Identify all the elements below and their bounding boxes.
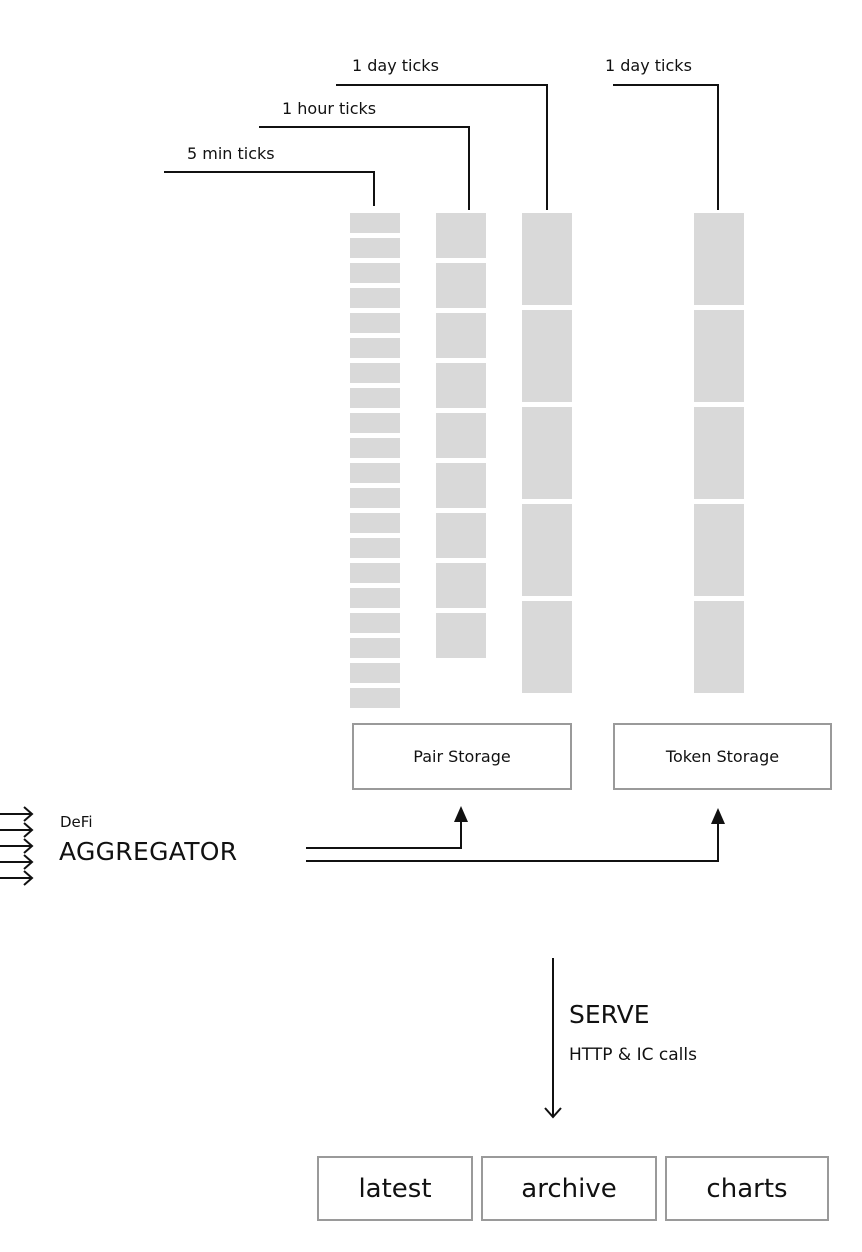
aggregator-subtitle: DeFi bbox=[60, 813, 93, 831]
one-hour-ticks-label: 1 hour ticks bbox=[282, 99, 377, 118]
five-min-block bbox=[350, 438, 400, 458]
one-day-pair-block bbox=[522, 310, 572, 402]
one-hour-block bbox=[436, 563, 486, 608]
aggregator-input-arrows bbox=[0, 806, 34, 886]
five-min-block bbox=[350, 463, 400, 483]
token-feed-arrowhead-icon bbox=[711, 808, 725, 824]
endpoint-charts[interactable]: charts bbox=[665, 1156, 829, 1221]
input-arrow-icon bbox=[0, 838, 34, 854]
one-hour-block bbox=[436, 213, 486, 258]
pair-feed-arrowhead-icon bbox=[454, 806, 468, 822]
pair-storage-box: Pair Storage bbox=[352, 723, 572, 790]
tick-blocks bbox=[350, 213, 744, 708]
five-min-leader-line bbox=[164, 171, 375, 206]
five-min-block bbox=[350, 563, 400, 583]
five-min-block bbox=[350, 313, 400, 333]
five-min-block bbox=[350, 513, 400, 533]
token-storage-box: Token Storage bbox=[613, 723, 832, 790]
endpoint-archive[interactable]: archive bbox=[481, 1156, 657, 1221]
aggregator-title: AGGREGATOR bbox=[59, 837, 238, 866]
one-day-pair-ticks-label: 1 day ticks bbox=[352, 56, 439, 75]
one-hour-block bbox=[436, 413, 486, 458]
pair-storage-label: Pair Storage bbox=[413, 747, 511, 766]
input-arrow-icon bbox=[0, 806, 34, 822]
endpoint-label: latest bbox=[358, 1173, 432, 1204]
five-min-block bbox=[350, 488, 400, 508]
serve-subtitle: HTTP & IC calls bbox=[569, 1045, 697, 1065]
input-arrow-icon bbox=[0, 854, 34, 870]
one-hour-block bbox=[436, 613, 486, 658]
five-min-ticks-label: 5 min ticks bbox=[187, 144, 275, 163]
endpoint-latest[interactable]: latest bbox=[317, 1156, 473, 1221]
token-storage-label: Token Storage bbox=[665, 747, 780, 766]
one-day-pair-block bbox=[522, 601, 572, 693]
one-day-token-block bbox=[694, 407, 744, 499]
one-hour-block bbox=[436, 363, 486, 408]
one-day-pair-block bbox=[522, 407, 572, 499]
serve-arrowhead-icon bbox=[544, 1107, 562, 1119]
one-hour-block bbox=[436, 313, 486, 358]
one-day-pair-block bbox=[522, 504, 572, 596]
one-hour-leader-line bbox=[259, 126, 470, 210]
one-day-token-leader-line bbox=[613, 84, 719, 210]
token-feed-line bbox=[306, 822, 719, 862]
five-min-block bbox=[350, 638, 400, 658]
one-hour-block bbox=[436, 463, 486, 508]
endpoint-label: archive bbox=[521, 1173, 617, 1204]
five-min-block bbox=[350, 263, 400, 283]
one-hour-block bbox=[436, 263, 486, 308]
one-day-token-block bbox=[694, 213, 744, 305]
one-day-token-block bbox=[694, 504, 744, 596]
pair-feed-line bbox=[306, 820, 462, 849]
five-min-block bbox=[350, 588, 400, 608]
five-min-block bbox=[350, 413, 400, 433]
five-min-block bbox=[350, 388, 400, 408]
one-day-token-ticks-label: 1 day ticks bbox=[605, 56, 692, 75]
five-min-block bbox=[350, 288, 400, 308]
one-day-pair-leader-line bbox=[336, 84, 548, 210]
five-min-block bbox=[350, 238, 400, 258]
input-arrow-icon bbox=[0, 870, 34, 886]
input-arrow-icon bbox=[0, 822, 34, 838]
one-hour-block bbox=[436, 513, 486, 558]
serve-title: SERVE bbox=[569, 1000, 650, 1029]
one-day-token-block bbox=[694, 601, 744, 693]
five-min-block bbox=[350, 363, 400, 383]
five-min-block bbox=[350, 338, 400, 358]
one-day-pair-block bbox=[522, 213, 572, 305]
five-min-block bbox=[350, 213, 400, 233]
one-day-token-block bbox=[694, 310, 744, 402]
five-min-block bbox=[350, 538, 400, 558]
endpoint-label: charts bbox=[706, 1173, 788, 1204]
five-min-block bbox=[350, 613, 400, 633]
five-min-block bbox=[350, 663, 400, 683]
five-min-block bbox=[350, 688, 400, 708]
